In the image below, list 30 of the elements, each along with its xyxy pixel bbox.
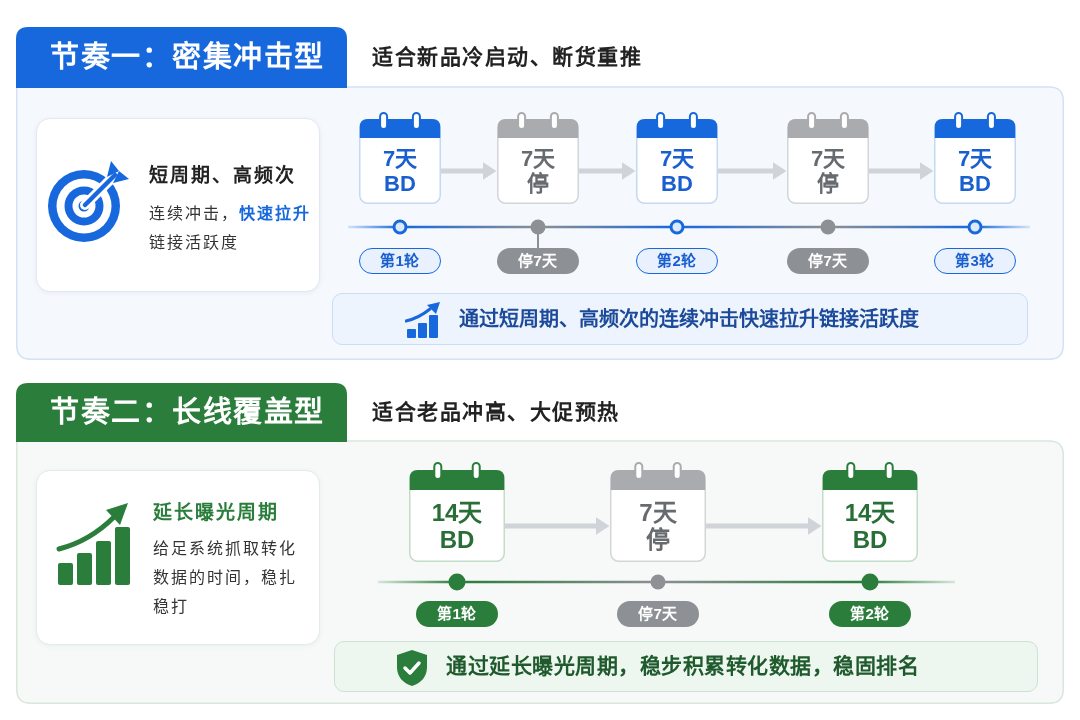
arrow <box>441 162 497 180</box>
info-card <box>36 118 320 292</box>
section-heading: 节奏二：长线覆盖型 <box>50 395 325 430</box>
arrow <box>505 517 610 535</box>
round-pill: 第2轮 <box>829 601 911 627</box>
info-card <box>36 470 320 645</box>
section-heading: 节奏一：密集冲击型 <box>50 40 325 75</box>
round-pill: 第2轮 <box>636 248 718 274</box>
arrow <box>579 162 636 180</box>
round-pill: 停7天 <box>617 601 699 627</box>
section-subtitle: 适合老品冲高、大促预热 <box>372 399 620 425</box>
card-text: 连续冲击，快速拉升链接活跃度 <box>149 203 312 253</box>
arrow <box>718 162 787 180</box>
summary-text: 通过延长曝光周期，稳步积累转化数据，稳固排名 <box>446 653 919 679</box>
round-pill: 第1轮 <box>416 601 498 627</box>
summary-text: 通过短周期、高频次的连续冲击快速拉升链接活跃度 <box>459 306 919 332</box>
round-pill: 停7天 <box>787 248 869 274</box>
summary-banner <box>332 293 1028 345</box>
section-panel <box>16 383 1064 704</box>
summary-banner <box>334 641 1038 692</box>
card-heading: 短周期、高频次 <box>149 164 296 188</box>
round-pill: 第3轮 <box>934 248 1016 274</box>
section-panel <box>16 27 1064 360</box>
arrow <box>706 517 822 535</box>
section-subtitle: 适合新品冷启动、断货重推 <box>372 44 642 70</box>
arrow <box>869 162 934 180</box>
card-heading: 延长曝光周期 <box>153 501 279 525</box>
card-text: 给足系统抓取转化数据的时间，稳扎稳打 <box>153 539 298 617</box>
round-pill: 停7天 <box>497 248 579 274</box>
round-pill: 第1轮 <box>359 248 441 274</box>
